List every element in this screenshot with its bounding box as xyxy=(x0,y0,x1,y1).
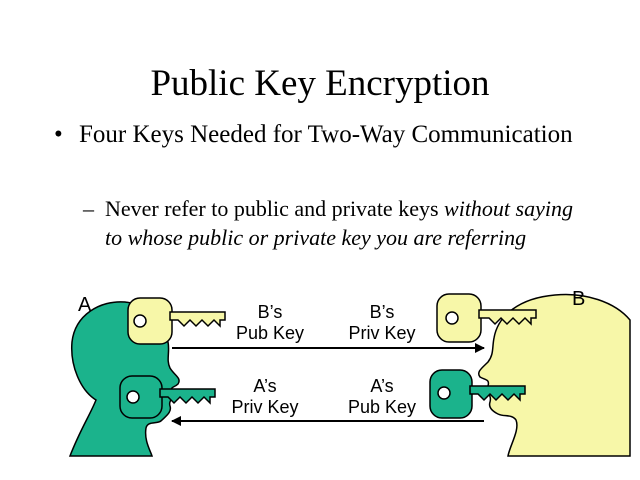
person-b-head-icon xyxy=(477,293,631,457)
key-exchange-diagram: A B B’s Pub Key B’s Priv Key A’s Priv Ke… xyxy=(0,280,640,480)
sub-bullet-italic: without saying to whose public or privat… xyxy=(105,196,573,250)
top-left-key-label: B’s Pub Key xyxy=(235,302,305,343)
slide-title: Public Key Encryption xyxy=(150,63,490,104)
sub-bullet-plain: Never refer to public and private keys xyxy=(105,196,445,221)
party-b-label: B xyxy=(572,288,586,310)
bottom-right-key-label: A’s Pub Key xyxy=(347,376,417,417)
a-public-key-icon xyxy=(429,369,526,419)
b-private-key-icon xyxy=(436,293,537,343)
bullet-text: Four Keys Needed for Two-Way Communicati… xyxy=(79,121,573,148)
party-a-label: A xyxy=(78,294,92,316)
bottom-left-key-label: A’s Priv Key xyxy=(231,376,299,417)
diagram-graphics xyxy=(68,293,631,457)
top-right-key-label: B’s Priv Key xyxy=(348,302,416,343)
a-private-key-icon xyxy=(119,375,216,419)
sub-bullet-dash: – xyxy=(83,196,94,221)
b-public-key-icon xyxy=(127,297,226,345)
sub-bullet-text: Never refer to public and private keys w… xyxy=(105,194,585,252)
bullet-dot: • xyxy=(54,121,63,148)
